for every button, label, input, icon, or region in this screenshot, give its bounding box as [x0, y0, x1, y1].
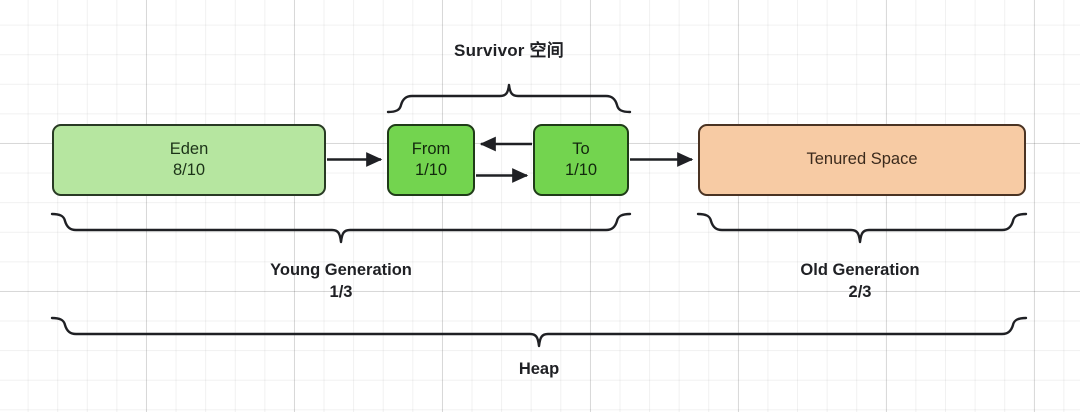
- to-ratio: 1/10: [564, 161, 598, 179]
- memory-box-from[interactable]: From 1/10: [387, 124, 475, 196]
- from-ratio: 1/10: [414, 161, 448, 179]
- old-generation-title: Old Generation: [800, 261, 920, 279]
- brace-young-generation: [50, 212, 632, 244]
- brace-label-survivor: Survivor 空间: [454, 41, 564, 60]
- old-generation-ratio: 2/3: [848, 283, 872, 302]
- memory-box-eden[interactable]: Eden 8/10: [52, 124, 326, 196]
- brace-label-young-generation: Young Generation 1/3: [270, 259, 412, 304]
- from-name: From: [411, 139, 451, 158]
- young-generation-ratio: 1/3: [329, 283, 353, 302]
- eden-ratio: 8/10: [172, 161, 206, 179]
- to-name: To: [572, 139, 590, 158]
- memory-box-tenured-space[interactable]: Tenured Space: [698, 124, 1026, 196]
- brace-label-heap: Heap: [519, 360, 559, 379]
- heap-title: Heap: [518, 360, 560, 378]
- brace-survivor: [386, 83, 632, 114]
- tenured-name: Tenured Space: [806, 150, 918, 169]
- brace-heap: [50, 316, 1028, 348]
- memory-box-to[interactable]: To 1/10: [533, 124, 629, 196]
- young-generation-title: Young Generation: [270, 261, 412, 279]
- brace-label-old-generation: Old Generation 2/3: [800, 259, 919, 304]
- brace-old-generation: [696, 212, 1028, 244]
- eden-name: Eden: [169, 139, 209, 158]
